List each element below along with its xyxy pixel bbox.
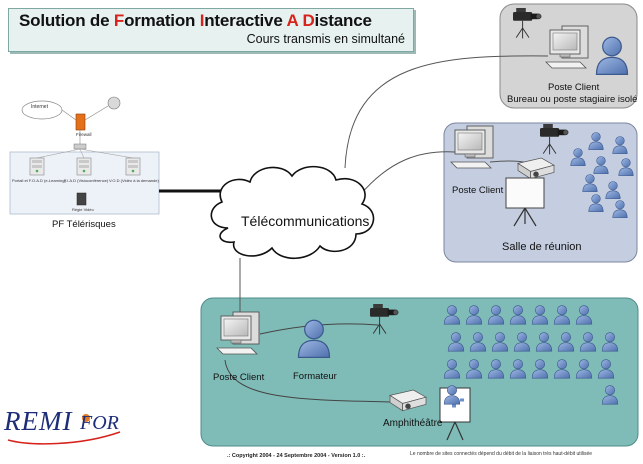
link-amphi-projector [224, 359, 393, 403]
server-fiad-icon [76, 157, 92, 176]
label-internet: Internet [31, 104, 48, 110]
server-foad-icon [29, 157, 45, 176]
firewall-globe-link [84, 105, 109, 121]
globe-icon [107, 96, 121, 110]
label-server-vod: V.O.D (Vidéo à la demande) [109, 178, 159, 183]
video-store-icon [76, 192, 87, 206]
label-isolated-desc: Bureau ou poste stagiaire isolé [507, 94, 638, 105]
telecom-cloud [210, 165, 375, 259]
label-server-fiad: F.I.A.D (Visioconférence) [64, 178, 109, 183]
label-server-foad: Portail et F.O.A.D (e-Learning) [12, 178, 66, 183]
label-trainer: Formateur [293, 371, 337, 382]
title-part: Solution de [19, 11, 114, 30]
server-links [36, 148, 134, 159]
logo-remi: REMI [4, 406, 73, 436]
link-meeting [359, 151, 456, 196]
logo-dot [82, 414, 90, 422]
network-label: Télécommunications [241, 213, 370, 229]
title-part: I [199, 11, 205, 30]
logo-for: FOR [80, 412, 119, 434]
title-part: D [302, 11, 315, 30]
logo-swoosh [7, 431, 121, 445]
label-meeting-poste: Poste Client [452, 185, 504, 196]
title-banner: Solution de Formation Interactive A Dist… [8, 8, 414, 52]
title-part: nteractive [204, 11, 287, 30]
label-amphi-room: Amphithéâtre [383, 418, 443, 429]
label-isolated-poste: Poste Client [548, 82, 600, 93]
label-meeting-room: Salle de réunion [502, 241, 582, 253]
title-part: ormation [124, 11, 200, 30]
footer-note: Le nombre de sites connectés dépend du d… [410, 451, 593, 457]
amphi-board-leg [454, 421, 464, 441]
server-vod-icon [125, 157, 141, 176]
internet-firewall-link [61, 109, 77, 121]
label-amphi-poste: Poste Client [213, 372, 265, 383]
switch-icon [73, 143, 87, 150]
title-part: F [113, 11, 125, 30]
link-isolated [344, 55, 549, 169]
subtitle: Cours transmis en simultané [246, 32, 405, 46]
main-title: Solution de Formation Interactive A Dist… [19, 11, 372, 31]
amphi-board-leg [446, 421, 456, 441]
title-part: istance [314, 11, 372, 30]
title-part: A [286, 11, 298, 30]
platform-label: PF Télérisques [52, 219, 116, 230]
label-firewall: Firewall [76, 132, 92, 137]
label-video-store: Régie Vidéo [72, 207, 94, 212]
firewall-icon [75, 113, 86, 131]
footer-copyright: .: Copyright 2004 - 24 Septembre 2004 - … [227, 453, 366, 459]
